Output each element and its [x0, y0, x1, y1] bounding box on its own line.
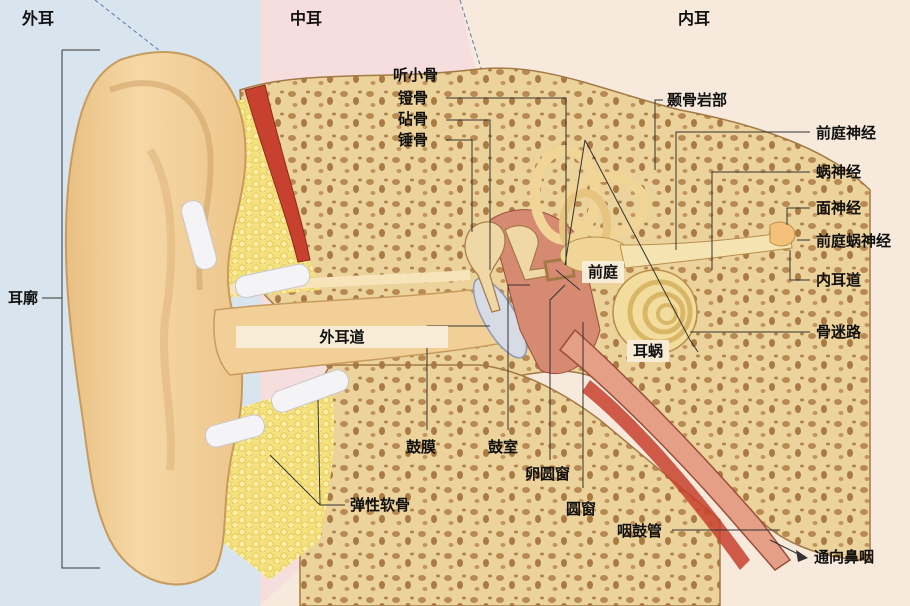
- temporalis-muscle: [244, 84, 311, 263]
- cartilage-band-3: [204, 414, 266, 448]
- eardrum-label: 鼓膜: [406, 438, 437, 456]
- cartilage-band-4: [270, 369, 350, 413]
- eustachian-tube-shape: [558, 328, 792, 571]
- round-window-label: 圆窗: [566, 500, 597, 518]
- bony-labyrinth-label: 骨迷路: [816, 323, 862, 341]
- tympanic-cavity-label: 鼓室: [488, 438, 519, 456]
- malleus-label: 锤骨: [398, 131, 429, 149]
- vestibular-nerve-label: 前庭神经: [816, 124, 877, 142]
- facial-nerve-label: 面神经: [816, 199, 862, 217]
- auricle-shape: [64, 51, 247, 586]
- vestibule-label: 前庭: [582, 261, 625, 283]
- incus-label: 砧骨: [398, 110, 429, 128]
- leader-lines: [42, 49, 810, 569]
- auricle-antihelix: [146, 147, 176, 471]
- cochlea-label: 耳蜗: [627, 340, 670, 362]
- eustachian-tube-label: 咽鼓管: [617, 522, 663, 540]
- ear-canal-label: 外耳道: [236, 326, 448, 348]
- cartilage-band-2: [234, 263, 311, 299]
- lower-bone: [299, 364, 721, 606]
- cartilage-band-1: [181, 200, 217, 270]
- cochlear-nerve-label: 蜗神经: [816, 163, 862, 181]
- to-nasopharynx-label: 通向鼻咽: [814, 548, 875, 566]
- inner-ear-header: 内耳: [678, 9, 711, 28]
- eustachian-tube-muscle: [582, 380, 750, 570]
- elastic-cartilage-label: 弹性软骨: [350, 496, 411, 514]
- stapes-label: 镫骨: [398, 89, 429, 107]
- oval-window-label: 卵圆窗: [525, 465, 571, 483]
- cochlea-spiral: [612, 269, 698, 355]
- ossicles-label: 听小骨: [393, 66, 439, 84]
- facial-nerve-tip: [769, 221, 796, 247]
- nasopharynx-arrowhead: [796, 550, 808, 562]
- malleus-shape: [464, 221, 506, 313]
- petrous-temporal-label: 颞骨岩部: [667, 91, 728, 109]
- middle-ear-header: 中耳: [290, 9, 323, 28]
- auricle-label: 耳廓: [8, 289, 39, 307]
- outer-ear-header: 外耳: [22, 9, 55, 28]
- internal-canal-label: 内耳道: [816, 271, 862, 289]
- vestibulocochlear-nerve-label: 前庭蜗神经: [816, 232, 892, 250]
